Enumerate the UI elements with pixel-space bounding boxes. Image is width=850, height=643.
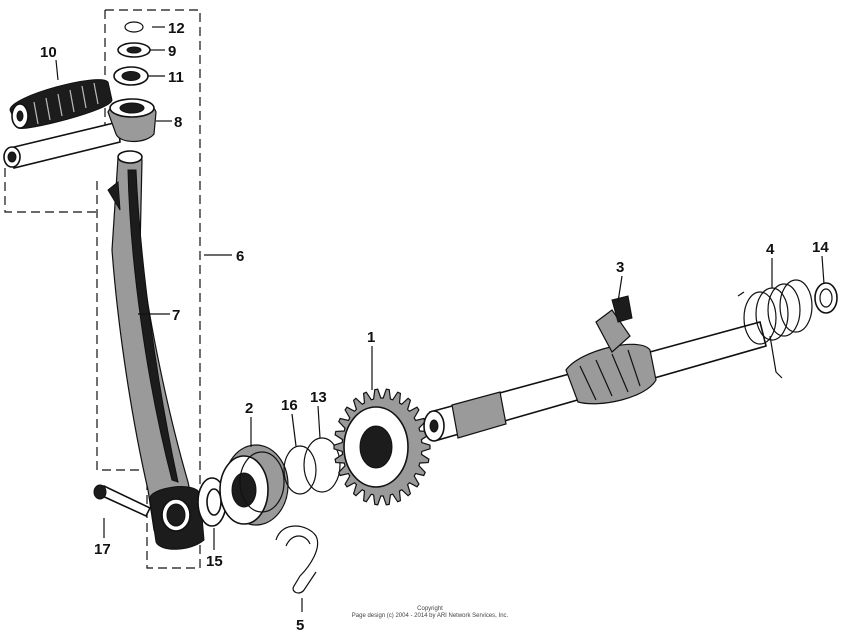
gear	[333, 388, 431, 506]
copyright-notice: Copyright Page design (c) 2004 - 2014 by…	[300, 606, 560, 620]
pivot-arm	[3, 98, 157, 169]
small-parts-stack	[113, 21, 151, 86]
copyright-text: Page design (c) 2004 - 2014 by ARI Netwo…	[351, 613, 509, 619]
gear-hub	[359, 425, 393, 469]
callout-2: 2	[245, 400, 253, 417]
spring-washer	[814, 282, 838, 314]
callout-6: 6	[236, 248, 244, 265]
rings	[283, 437, 341, 495]
bolt	[93, 484, 152, 518]
kick-starter-arm	[107, 150, 205, 550]
callout-10: 10	[40, 44, 57, 61]
callout-7: 7	[172, 307, 180, 324]
callout-3: 3	[616, 259, 624, 276]
callout-16: 16	[281, 397, 298, 414]
rubber-pedal	[9, 79, 113, 129]
kick-shaft	[423, 295, 767, 442]
callout-4: 4	[766, 241, 775, 258]
callout-8: 8	[174, 114, 182, 131]
callout-12: 12	[168, 20, 185, 37]
ratchet-pinion	[219, 444, 289, 526]
callout-11: 11	[168, 69, 184, 86]
retaining-clip	[275, 525, 319, 594]
callout-13: 13	[310, 389, 327, 406]
callout-15: 15	[206, 553, 223, 570]
callout-5: 5	[296, 617, 304, 634]
callout-9: 9	[168, 43, 176, 60]
leader-lines	[55, 26, 825, 612]
callout-labels: 12 9 11 8 10 6 7 1 2 16 13 3 4 14 17 15 …	[40, 20, 829, 634]
callout-14: 14	[812, 239, 829, 256]
washer	[197, 477, 227, 527]
callout-17: 17	[94, 541, 111, 558]
callout-1: 1	[367, 329, 375, 346]
copyright-title: Copyright	[417, 606, 443, 612]
